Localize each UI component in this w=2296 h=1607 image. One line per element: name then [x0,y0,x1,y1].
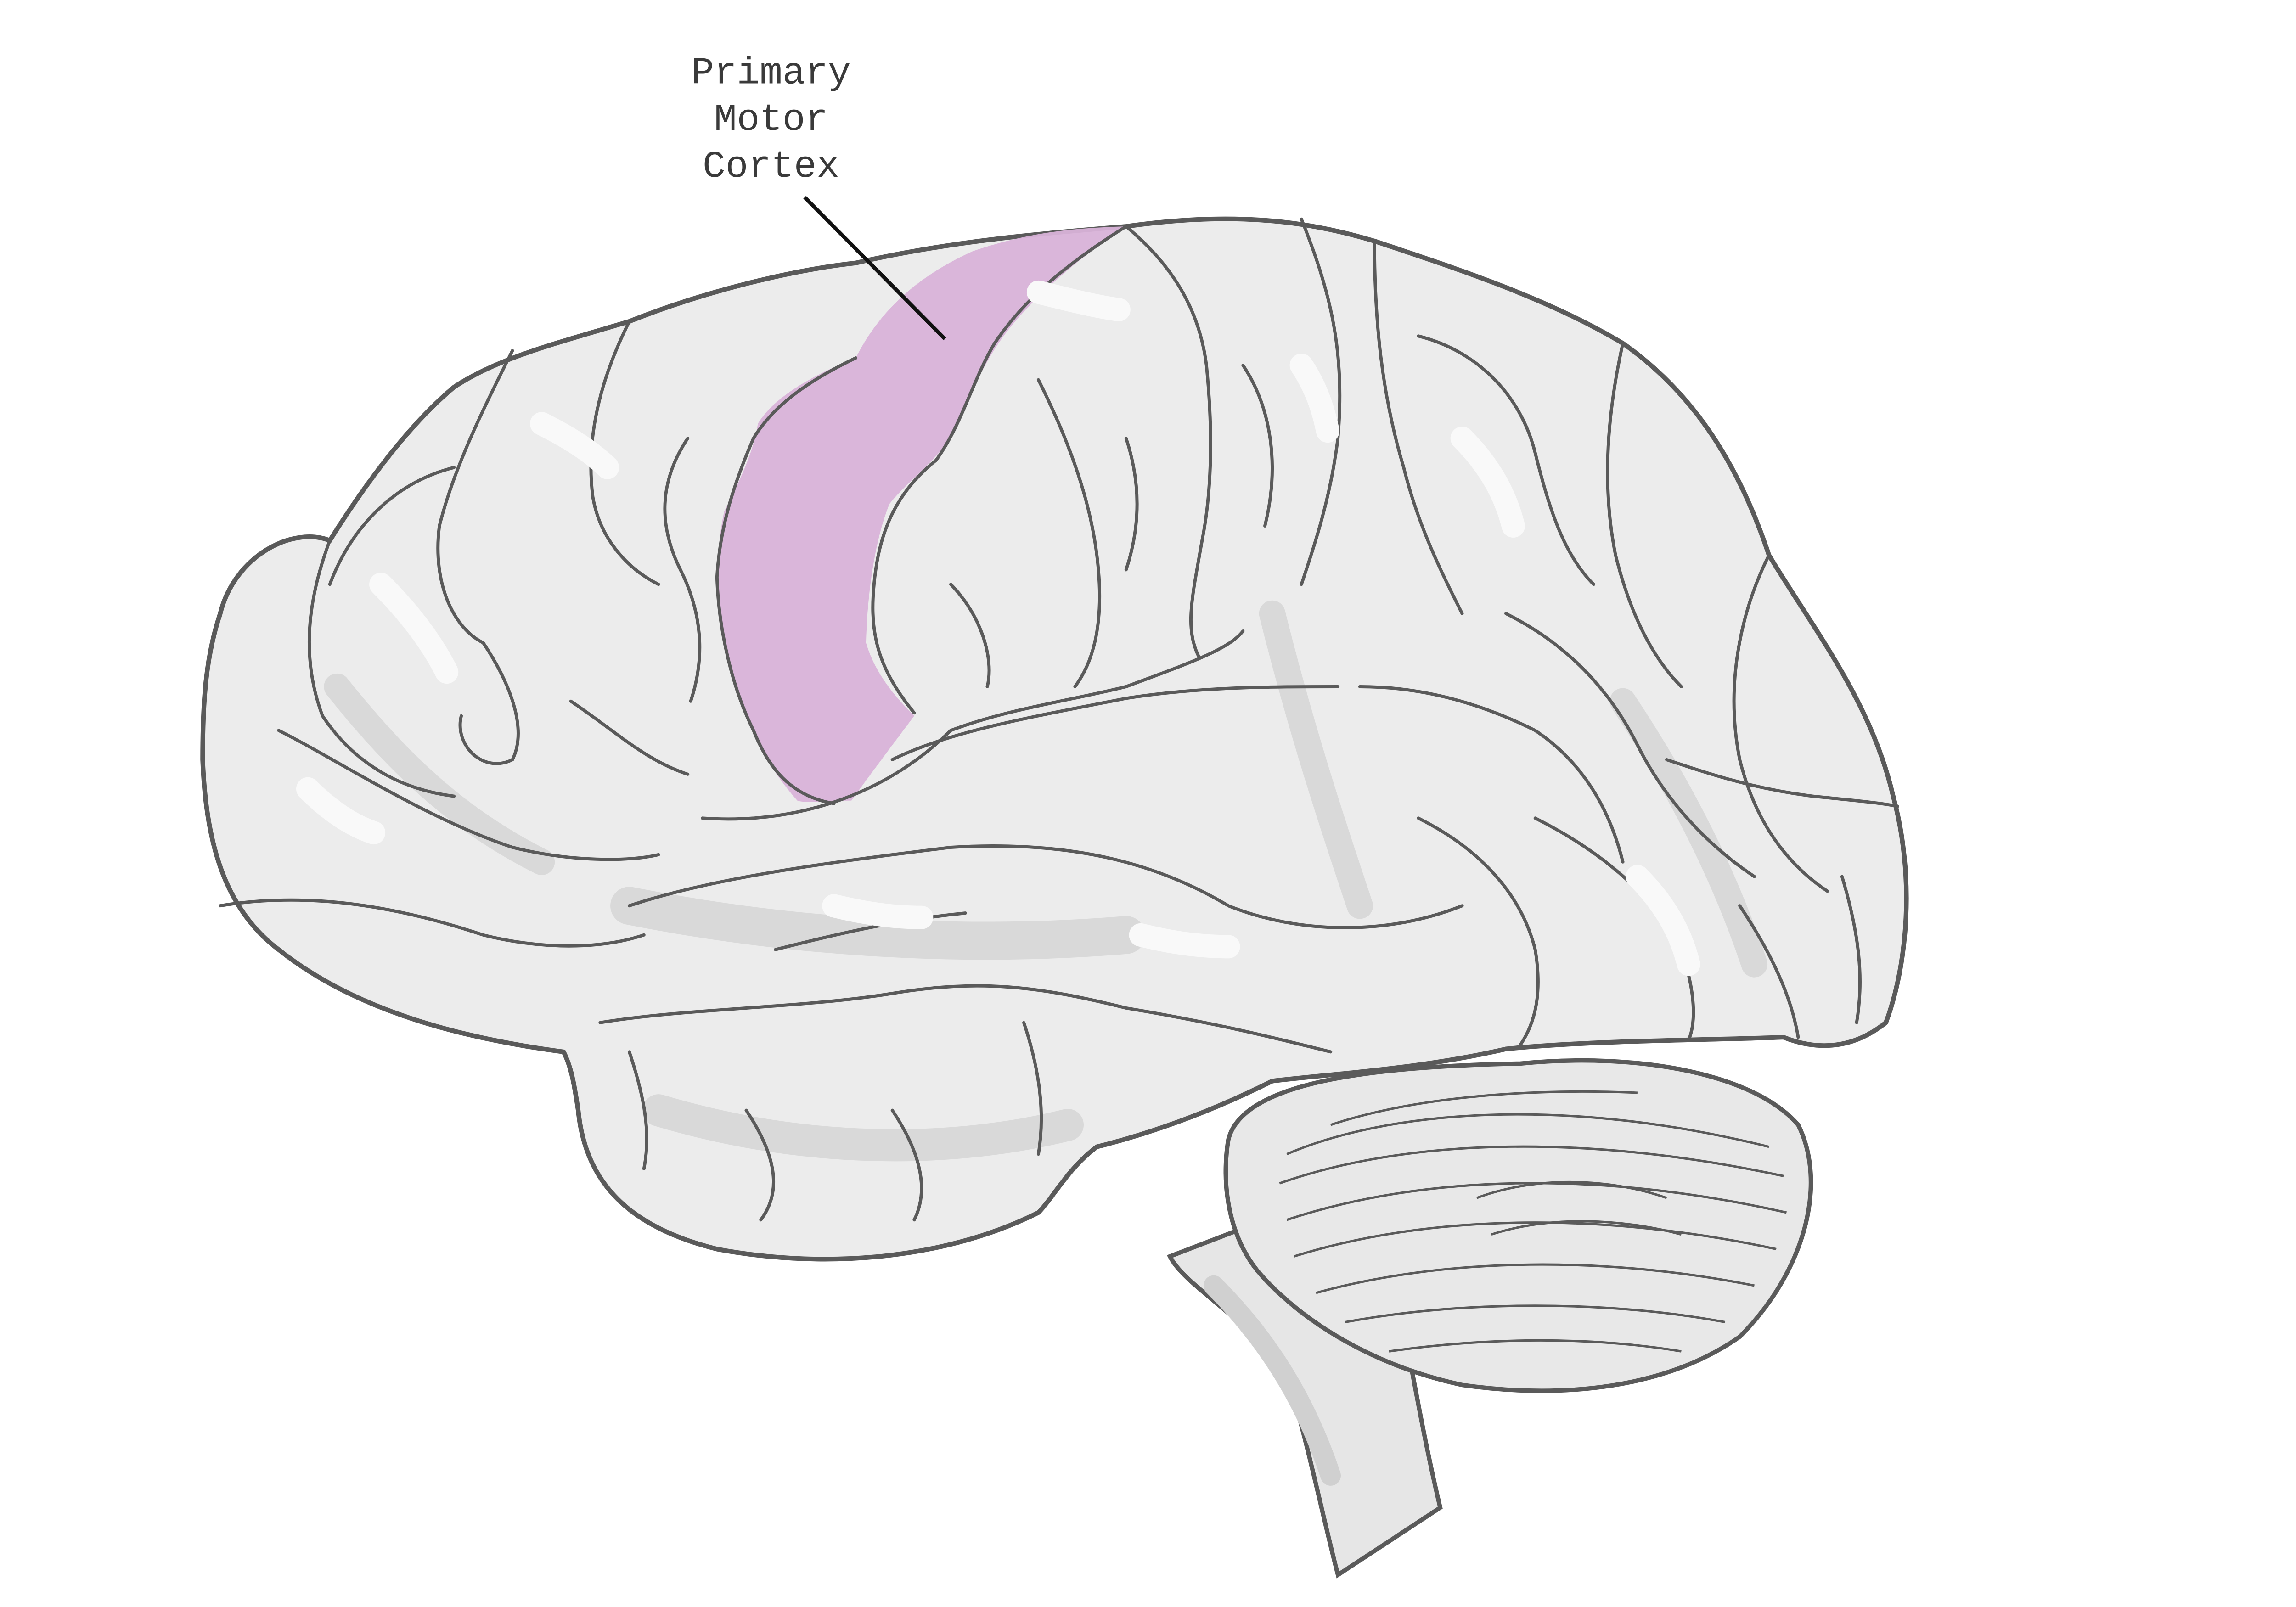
callout-leader-line [803,196,946,341]
cerebellum-folia [1279,1090,1787,1353]
primary-motor-cortex-region [718,226,1126,802]
label-line-2: Motor [714,98,828,141]
label-line-3: Cortex [703,145,839,188]
cerebellum [1223,1058,1813,1393]
label-line-1: Primary [691,51,850,95]
tissue-highlights [296,280,1700,976]
brainstem-shadow [1203,1275,1341,1486]
cortical-sulci [219,217,1899,1222]
